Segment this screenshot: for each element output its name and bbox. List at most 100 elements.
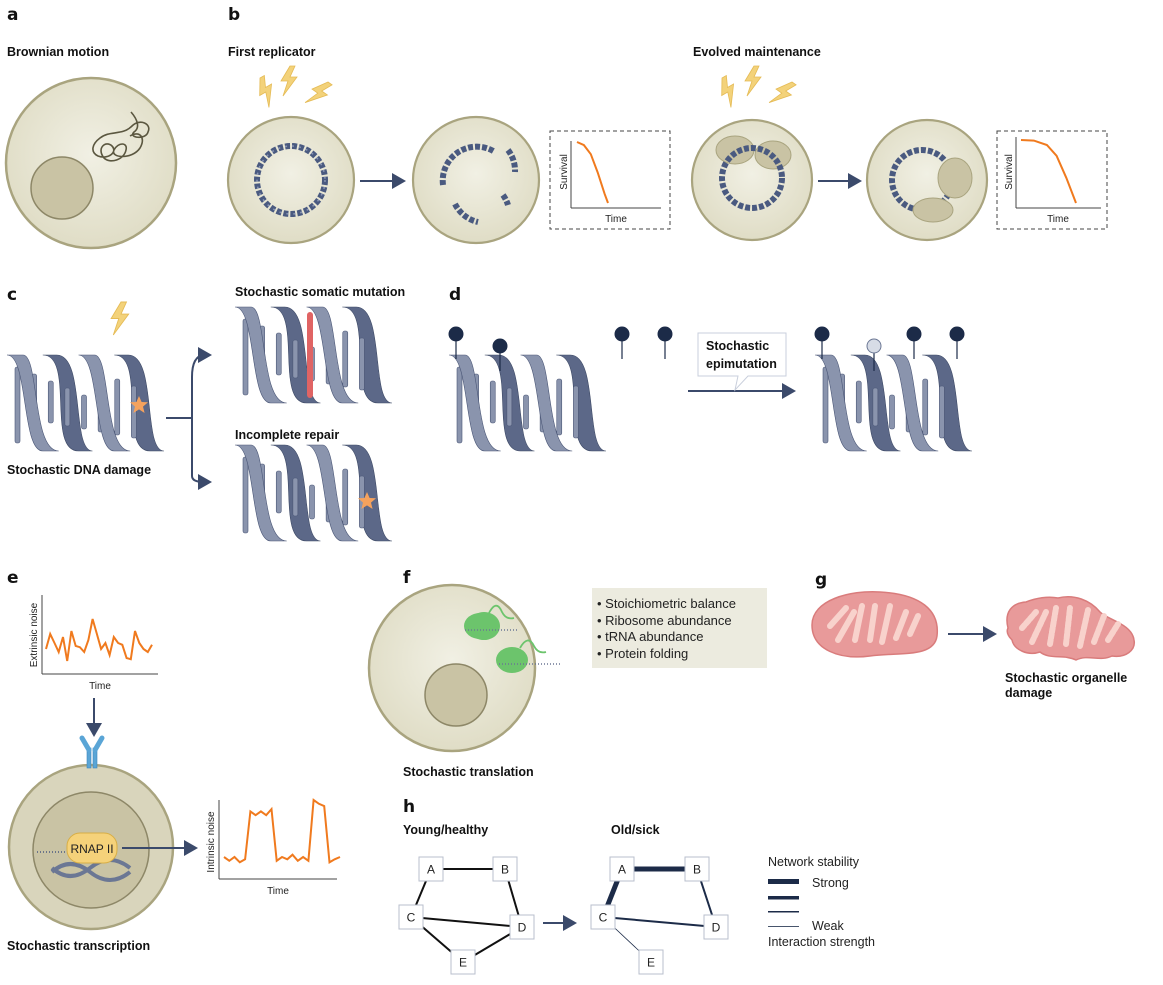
legend-line-strong (768, 879, 799, 884)
branch-line (166, 377, 193, 476)
panel-letter-f: f (403, 568, 411, 588)
intrinsic-noise-line (223, 798, 341, 864)
extrinsic-noise-plot: Extrinsic noise Time (29, 595, 158, 692)
node-label: A (427, 863, 435, 877)
base-pair (939, 385, 945, 439)
network-young: A B C D E (398, 856, 535, 975)
panel-letter-c: c (7, 285, 17, 305)
unmethylated-site-icon (866, 338, 882, 354)
lightning-icon (110, 301, 130, 336)
panel-a-title: Brownian motion (7, 45, 109, 59)
cell-membrane (4, 76, 178, 250)
panel-letter-b: b (228, 5, 240, 25)
base-pair (242, 318, 249, 396)
base-pair (14, 366, 21, 444)
dna-backbone-front (306, 306, 359, 404)
dna-helix-epimutated (814, 354, 973, 452)
node-label: A (618, 863, 626, 877)
factor-item: • Stoichiometric balance (597, 596, 736, 611)
dna-backbone-front (234, 444, 287, 542)
ribosome-icon (496, 639, 560, 673)
panel-letter-d: d (449, 285, 461, 305)
base-pair (342, 330, 349, 388)
base-pair (889, 394, 895, 430)
survival-plot-evolved: Survival Time (996, 130, 1108, 230)
lightning-icon (713, 65, 799, 111)
young-title: Young/healthy (403, 823, 488, 837)
survival-ylabel: Survival (559, 154, 570, 190)
time-xlabel: Time (605, 214, 627, 225)
panel-h: h Young/healthy Old/sick A B C D E A B C D E Net… (398, 797, 875, 975)
panel-letter-a: a (7, 5, 18, 25)
nucleus (424, 663, 488, 727)
factor-item: • tRNA abundance (597, 629, 703, 644)
node-label: B (501, 863, 509, 877)
network-edge-C-D (410, 916, 523, 928)
methyl-marks (814, 326, 965, 371)
extrinsic-ylabel: Extrinsic noise (29, 602, 40, 667)
factor-item: • Ribosome abundance (597, 613, 732, 628)
legend-strong: Strong (812, 876, 849, 890)
legend-title: Network stability (768, 855, 860, 869)
node-label: E (459, 956, 467, 970)
network-node-A: A (418, 856, 444, 882)
node-label: D (518, 921, 527, 935)
panel-letter-g: g (815, 570, 827, 590)
organelle-caption-line-2: damage (1005, 686, 1052, 700)
methyl-group-icon (949, 326, 965, 342)
receptor-icon (79, 735, 105, 769)
base-pair (573, 385, 579, 439)
node-label: E (647, 956, 655, 970)
base-pair (342, 468, 349, 526)
panel-e: e Extrinsic noise Time RNAP II Intrinsic… (7, 568, 341, 953)
broken-dna (439, 143, 518, 225)
network-node-D: D (509, 914, 535, 940)
network-legend: Network stability Strong Weak Interactio… (768, 855, 875, 949)
dna-backbone-back (342, 306, 393, 404)
network-node-E: E (638, 949, 664, 975)
healthy-mitochondrion (811, 591, 938, 658)
old-title: Old/sick (611, 823, 660, 837)
time-xlabel: Time (1047, 214, 1069, 225)
dna-backbone-front (234, 306, 287, 404)
panel-b: b First replicator Evolved maintenance (226, 5, 1108, 245)
legend-weak: Weak (812, 919, 844, 933)
organelle-caption-line-1: Stochastic organelle (1005, 671, 1127, 685)
repair-enzyme (912, 197, 954, 223)
base-pair (506, 387, 513, 427)
cell-repaired (865, 118, 989, 242)
panel-letter-h: h (403, 797, 415, 817)
methyl-group-icon (814, 326, 830, 342)
legend-footer: Interaction strength (768, 935, 875, 949)
methyl-group-icon (657, 326, 673, 342)
node-label: C (599, 911, 608, 925)
epimutation-callout: Stochastic epimutation (697, 332, 787, 392)
panel-g: g Stochastic organelle damage (811, 570, 1135, 700)
intrinsic-ylabel: Intrinsic noise (206, 811, 217, 873)
base-pair (292, 477, 299, 517)
factors-list: • Stoichiometric balance • Ribosome abun… (597, 596, 736, 661)
base-pair (822, 366, 829, 444)
dna-helix-methylated (448, 354, 607, 452)
network-node-C: C (398, 904, 424, 930)
survival-curve (1020, 139, 1077, 204)
network-node-B: B (684, 856, 710, 882)
mutation-base-pair (307, 312, 313, 398)
base-pair (872, 387, 879, 427)
dna-helix-mutation (234, 306, 393, 404)
panel-c: c Stochastic DNA damage Stochastic somat… (6, 285, 405, 542)
base-pair (523, 394, 529, 430)
methyl-group-icon (906, 326, 922, 342)
translation-caption: Stochastic translation (403, 765, 534, 779)
transcription-caption: Stochastic transcription (7, 939, 150, 953)
factors-box (592, 588, 767, 668)
dna-backbone-back (556, 354, 607, 452)
base-pair (489, 380, 496, 424)
base-pair (114, 378, 121, 436)
panel-letter-e: e (7, 568, 19, 588)
dna-backbone-front (306, 444, 359, 542)
network-node-A: A (609, 856, 635, 882)
survival-ylabel: Survival (1004, 154, 1015, 190)
